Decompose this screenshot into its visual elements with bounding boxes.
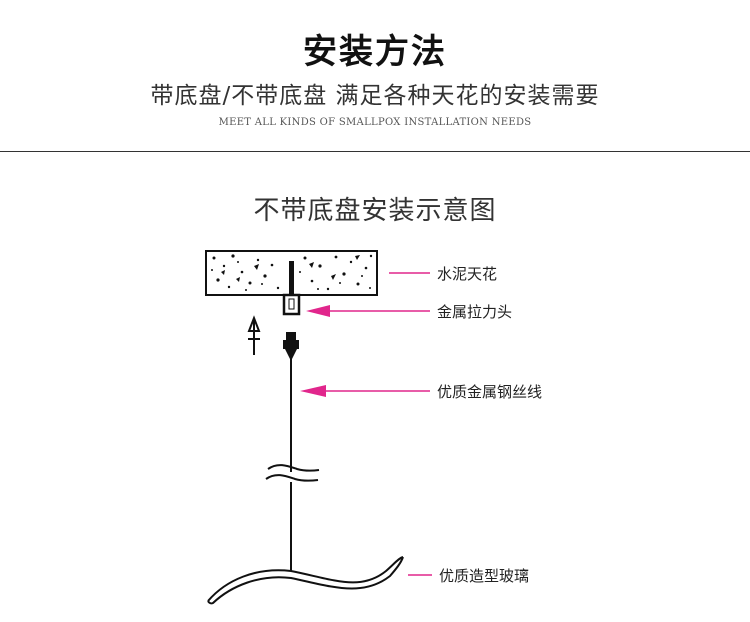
label-glass: 优质造型玻璃 — [439, 567, 530, 585]
pointer-wire — [300, 385, 430, 397]
glass-shade — [207, 556, 404, 605]
concrete-ceiling — [205, 250, 378, 296]
label-ceiling: 水泥天花 — [437, 265, 498, 283]
wire-fitting — [283, 332, 299, 359]
pointer-anchor — [306, 305, 430, 317]
english-subtitle: MEET ALL KINDS OF SMALLPOX INSTALLATION … — [218, 117, 532, 128]
up-arrow-icon — [247, 315, 261, 355]
diagram-title: 不带底盘安装示意图 — [253, 196, 497, 226]
page-subtitle: 带底盘/不带底盘 满足各种天花的安装需要 — [150, 83, 600, 109]
section-divider — [0, 151, 750, 152]
page-title: 安装方法 — [303, 32, 447, 72]
label-wire: 优质金属钢丝线 — [437, 383, 543, 401]
metal-anchor-head — [282, 293, 301, 316]
steel-wire — [265, 359, 320, 571]
label-anchor: 金属拉力头 — [437, 303, 513, 321]
